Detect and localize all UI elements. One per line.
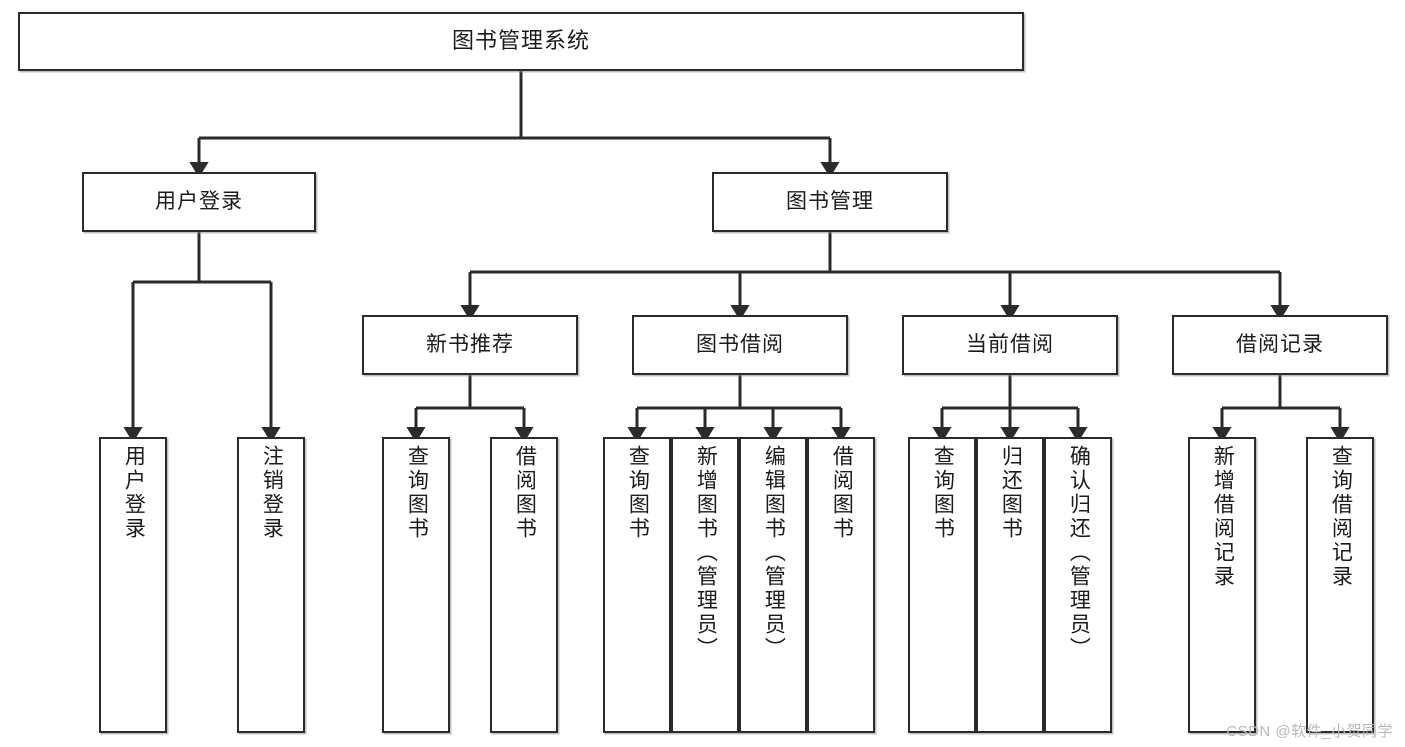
leaf-borrow-book-2-label: 借阅图书 [830,445,854,541]
node-new-book-recommend-label: 新书推荐 [426,333,514,357]
leaf-query-book-3[interactable]: 查询图书 [908,437,976,733]
leaf-query-book-2[interactable]: 查询图书 [603,437,671,733]
leaf-return-book-label: 归还图书 [999,445,1023,541]
node-book-borrow[interactable]: 图书借阅 [632,315,848,375]
leaf-query-borrow-record-label: 查询借阅记录 [1329,445,1353,589]
node-root[interactable]: 图书管理系统 [18,12,1024,71]
node-root-label: 图书管理系统 [451,28,590,54]
leaf-return-book[interactable]: 归还图书 [976,437,1044,733]
leaf-query-book-2-label: 查询图书 [626,445,650,541]
leaf-edit-book[interactable]: 编辑图书（管理员） [739,437,807,733]
leaf-user-login-label: 用户登录 [122,445,146,541]
leaf-borrow-book-1[interactable]: 借阅图书 [490,437,558,733]
leaf-edit-book-label: 编辑图书（管理员） [762,445,786,661]
leaf-confirm-return-label: 确认归还（管理员） [1067,445,1091,661]
leaf-query-book-1[interactable]: 查询图书 [382,437,450,733]
leaf-user-login[interactable]: 用户登录 [99,437,167,733]
node-book-management[interactable]: 图书管理 [712,172,948,232]
leaf-add-borrow-record[interactable]: 新增借阅记录 [1188,437,1256,733]
leaf-add-borrow-record-label: 新增借阅记录 [1211,445,1235,589]
leaf-query-book-3-label: 查询图书 [931,445,955,541]
node-book-borrow-label: 图书借阅 [696,333,784,357]
csdn-watermark: CSDN @软件_小贺同学 [1226,723,1393,740]
node-new-book-recommend[interactable]: 新书推荐 [362,315,578,375]
leaf-add-book-label: 新增图书（管理员） [694,445,718,661]
node-borrow-record-label: 借阅记录 [1236,333,1324,357]
leaf-logout-login[interactable]: 注销登录 [237,437,305,733]
leaf-logout-login-label: 注销登录 [260,445,284,541]
node-borrow-record[interactable]: 借阅记录 [1172,315,1388,375]
leaf-add-book[interactable]: 新增图书（管理员） [671,437,739,733]
leaf-borrow-book-2[interactable]: 借阅图书 [807,437,875,733]
node-book-management-label: 图书管理 [786,190,874,214]
leaf-query-borrow-record[interactable]: 查询借阅记录 [1306,437,1374,733]
node-current-borrow-label: 当前借阅 [966,333,1054,357]
leaf-query-book-1-label: 查询图书 [405,445,429,541]
leaf-borrow-book-1-label: 借阅图书 [513,445,537,541]
node-user-login[interactable]: 用户登录 [82,172,316,232]
node-current-borrow[interactable]: 当前借阅 [902,315,1118,375]
leaf-confirm-return[interactable]: 确认归还（管理员） [1044,437,1112,733]
node-user-login-label: 用户登录 [155,190,243,214]
